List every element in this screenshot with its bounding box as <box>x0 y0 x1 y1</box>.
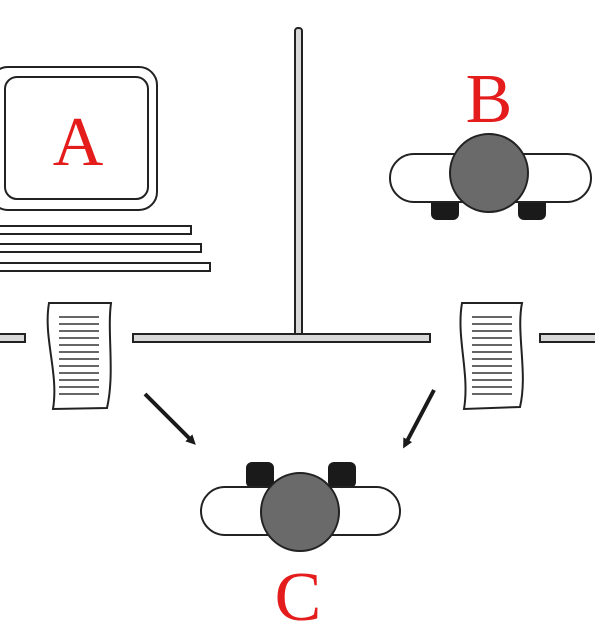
horizontal-wall-left <box>0 333 26 343</box>
horizontal-wall-right <box>539 333 595 343</box>
person-c-icon <box>200 462 401 552</box>
head-circle <box>449 133 529 213</box>
arrow-icon <box>403 389 436 449</box>
person-b-icon <box>389 133 592 220</box>
label-c: C <box>275 559 322 630</box>
paper-sheet-right-icon <box>459 302 524 411</box>
keyboard-row <box>0 243 202 253</box>
computer-monitor-icon <box>0 66 211 272</box>
vertical-divider-wall <box>294 27 303 341</box>
shoe-icon <box>328 462 356 488</box>
keyboard-row <box>0 262 211 272</box>
paper-sheet-left-icon <box>46 302 113 411</box>
keyboard-row <box>0 225 192 235</box>
head-circle <box>260 472 340 552</box>
horizontal-wall-middle <box>132 333 431 343</box>
label-a: A <box>53 104 104 181</box>
room-walls <box>0 27 595 343</box>
arrow-icon <box>143 392 196 445</box>
shoe-icon <box>246 462 274 488</box>
label-b: B <box>466 61 513 138</box>
